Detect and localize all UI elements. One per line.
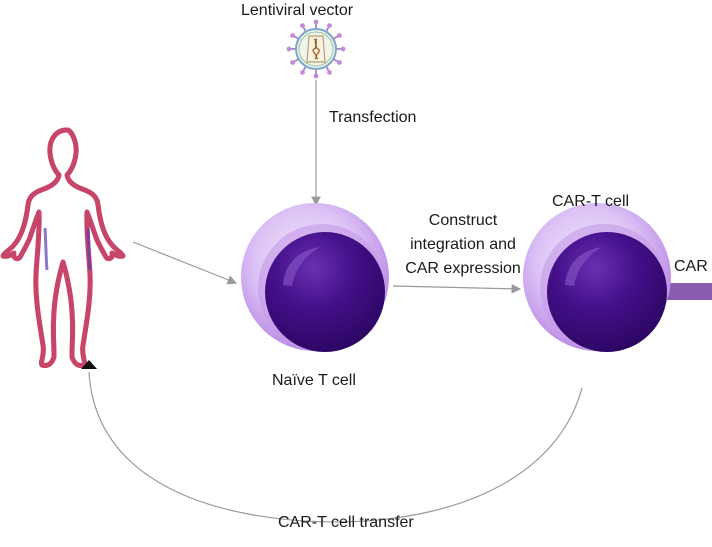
lentivirus-icon — [286, 19, 346, 79]
patient-to-cell-arrow — [132, 241, 238, 285]
transfer-arrow — [88, 371, 583, 523]
transfection-label: Transfection — [329, 109, 417, 126]
lentiviral-vector-label: Lentiviral vector — [241, 2, 354, 19]
transfer-arrowhead — [81, 360, 97, 369]
naive-t-cell-label: Naïve T cell — [272, 372, 356, 389]
integration-arrow — [392, 284, 522, 294]
construct-label-line3: CAR expression — [405, 260, 521, 277]
human-figure-icon — [0, 127, 126, 366]
construct-label-line2: integration and — [410, 236, 516, 253]
car-label: CAR — [674, 258, 708, 275]
naive-t-cell-icon — [241, 203, 389, 352]
car-t-cell-label: CAR-T cell — [552, 193, 630, 210]
car-t-cell-transfer-label: CAR-T cell transfer — [278, 514, 414, 531]
construct-label-line1: Construct — [428, 212, 498, 229]
car-t-cell-icon — [523, 203, 671, 352]
